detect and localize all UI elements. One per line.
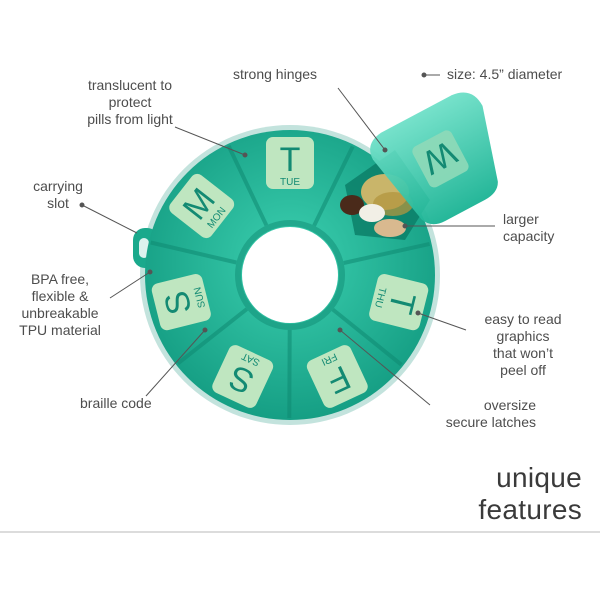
pill-tan xyxy=(374,219,406,237)
day-abbr: THU xyxy=(372,286,388,309)
compartment-divider xyxy=(312,145,355,227)
callout-capacity-line: capacity xyxy=(503,228,555,244)
leader-bpa xyxy=(109,271,151,299)
callout-size: size: 4.5” diameter xyxy=(447,66,563,82)
callout-latches: oversize secure latches xyxy=(416,397,536,431)
leader-dot-hinges xyxy=(382,147,388,153)
leader-carrying xyxy=(81,204,138,234)
callout-translucent-line: translucent to xyxy=(87,77,173,93)
callout-graphics-line: graphics xyxy=(496,328,550,344)
callout-latches-line: secure latches xyxy=(445,414,536,430)
leader-dot-braille xyxy=(202,327,208,333)
callout-graphics-line: easy to read xyxy=(484,311,562,327)
headline: unique features xyxy=(478,462,582,526)
callout-graphics-line: peel off xyxy=(500,362,546,378)
callout-translucent: translucent to protect pills from light xyxy=(70,77,190,128)
headline-line-2: features xyxy=(478,494,582,525)
callout-graphics: easy to read graphics that won’t peel of… xyxy=(468,311,578,379)
carrying-slot-hole xyxy=(139,238,149,258)
callout-bpa: BPA free, flexible & unbreakable TPU mat… xyxy=(10,271,110,339)
callout-bpa-line: BPA free, xyxy=(30,271,90,287)
day-abbr: TUE xyxy=(280,177,300,188)
pill-brown xyxy=(340,195,364,215)
compartment-dividers xyxy=(150,145,431,419)
callout-latches-line: oversize xyxy=(483,397,536,413)
callout-carrying-line: slot xyxy=(47,195,69,211)
compartment-divider xyxy=(331,307,403,367)
leader-dot-carrying xyxy=(79,202,85,208)
callout-hinges: strong hinges xyxy=(233,66,318,82)
callout-bpa-line: flexible & xyxy=(31,288,89,304)
headline-line-1: unique xyxy=(496,462,582,493)
leader-translucent xyxy=(174,126,246,156)
leader-braille xyxy=(145,329,206,397)
day-plate-face xyxy=(266,137,314,189)
callout-braille: braille code xyxy=(80,395,152,411)
leader-dot-translucent xyxy=(242,152,248,158)
center-hole-rim xyxy=(235,220,345,330)
compartment-divider xyxy=(226,145,269,227)
center-hole xyxy=(242,227,338,323)
compartment-divider xyxy=(150,240,237,265)
callout-translucent-line: protect xyxy=(108,94,152,110)
callout-graphics-line: that won’t xyxy=(493,345,553,361)
day-plate-face xyxy=(151,274,211,331)
leader-hinges xyxy=(337,87,386,151)
callout-capacity-line: larger xyxy=(503,211,539,227)
lid-plate xyxy=(412,130,469,188)
day-plate-face xyxy=(212,345,274,408)
leader-dot-capacity xyxy=(402,223,408,229)
day-plate-face xyxy=(169,173,235,239)
callout-carrying-line: carrying xyxy=(33,178,83,194)
open-lid: W xyxy=(370,92,498,225)
leader-dot-graphics xyxy=(415,310,421,316)
day-plate-face xyxy=(306,345,368,408)
callout-bpa-line: TPU material xyxy=(19,322,101,338)
callout-translucent-line: pills from light xyxy=(87,111,173,127)
callout-bpa-line: unbreakable xyxy=(21,305,99,321)
day-letter: T xyxy=(280,141,301,179)
compartment-divider xyxy=(176,307,249,366)
footer-divider xyxy=(0,531,600,533)
callout-leaders xyxy=(79,72,495,406)
callout-carrying: carrying slot xyxy=(20,178,96,212)
leader-dot-latches xyxy=(337,327,343,333)
leader-dot-size xyxy=(421,72,427,78)
leader-graphics xyxy=(417,312,467,331)
compartment-divider xyxy=(343,241,431,265)
leader-dot-bpa xyxy=(147,269,153,275)
leader-latches xyxy=(339,329,431,406)
pill-white xyxy=(359,204,385,222)
callout-capacity: larger capacity xyxy=(503,211,554,245)
day-plate-face xyxy=(369,274,429,331)
day-abbr: SUN xyxy=(192,286,208,309)
